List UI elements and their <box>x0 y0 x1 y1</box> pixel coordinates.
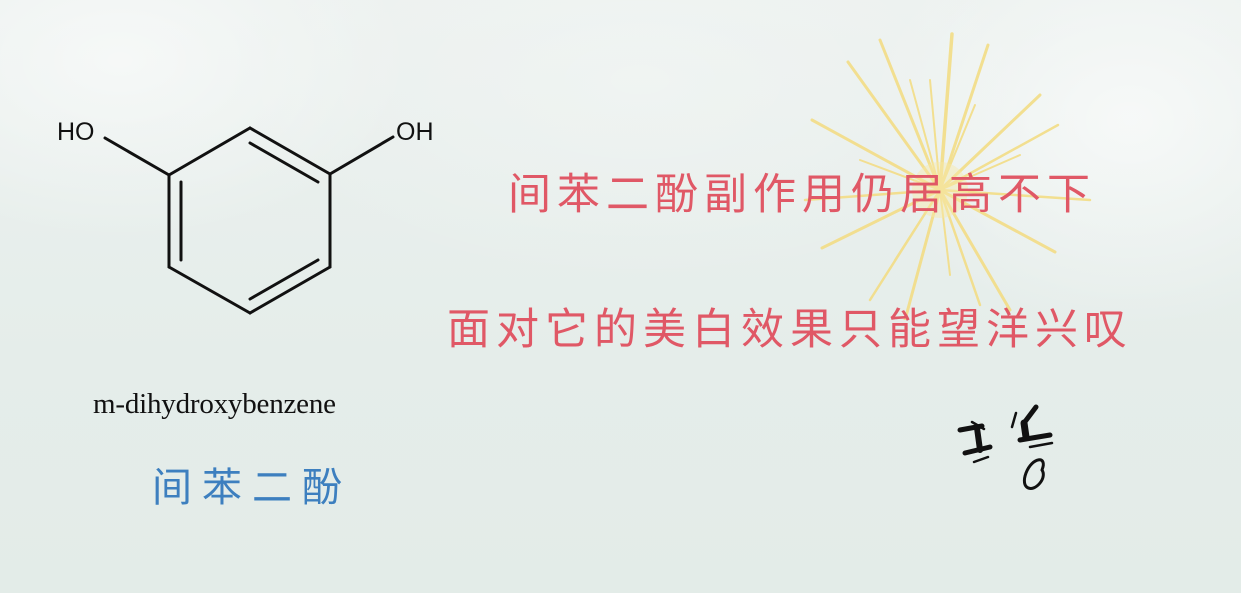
sparkle-burst-icon <box>803 32 1092 320</box>
hydroxyl-label-right: OH <box>396 118 434 146</box>
resorcinol-structure-diagram: HO OH <box>57 118 434 315</box>
headline-whitening-effect: 面对它的美白效果只能望洋兴叹 <box>447 305 1133 355</box>
handwritten-sigh-doodle-icon <box>957 404 1054 490</box>
benzene-ring <box>103 126 395 315</box>
headline-side-effects: 间苯二酚副作用仍居高不下 <box>508 170 1096 220</box>
compound-chinese-name: 间苯二酚 <box>152 465 352 511</box>
hydroxyl-label-left: HO <box>57 118 95 146</box>
compound-english-name: m-dihydroxybenzene <box>93 388 336 420</box>
